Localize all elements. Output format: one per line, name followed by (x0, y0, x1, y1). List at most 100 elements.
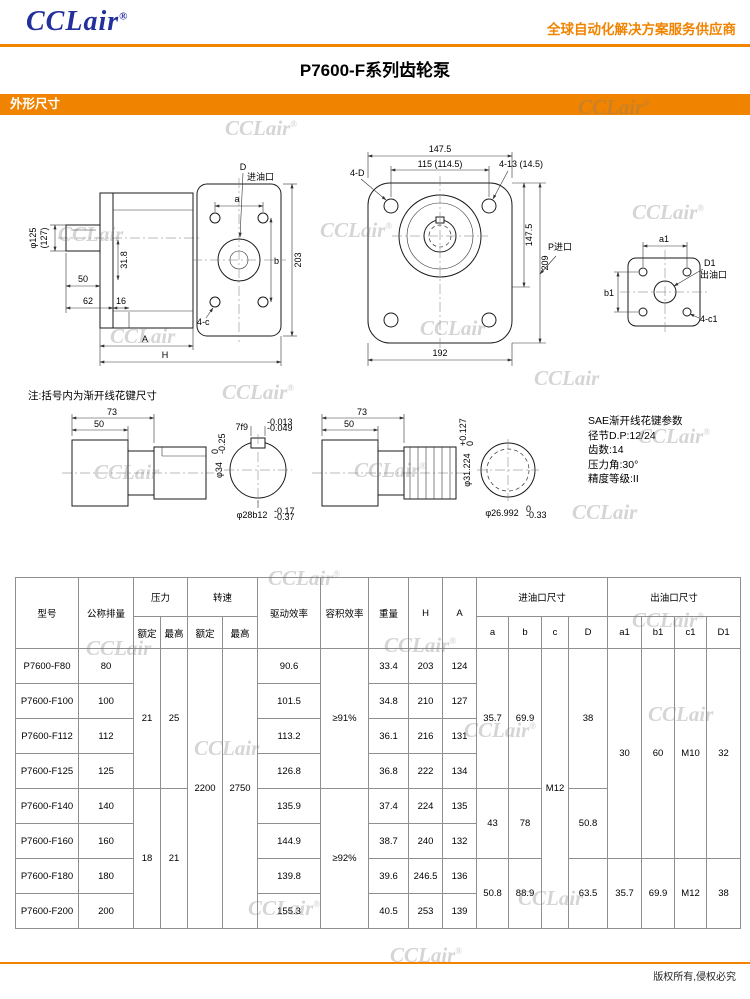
col-header-inlet: 进油口尺寸 (476, 577, 609, 617)
dim-label: 50 (78, 274, 88, 284)
cell: 35.7 (476, 648, 510, 789)
dim-label: 62 (83, 296, 93, 306)
cell: M12 (541, 648, 570, 929)
spline-cross-section: φ31.224 +0.127 0 φ26.992 0 -0.33 (458, 418, 547, 520)
cell: 132 (442, 823, 478, 859)
cell: 135.9 (257, 788, 322, 824)
dim-label: 31.8 (119, 251, 129, 269)
cell: 60 (641, 648, 676, 859)
cell: 69.9 (641, 858, 676, 929)
outlet-port-view: a1 b1 D1 出油口 4-c1 (604, 234, 727, 334)
dim-tolerance: 0 (210, 449, 220, 454)
cell: 246.5 (408, 858, 444, 894)
dim-label: 50 (94, 419, 104, 429)
cell: 39.6 (368, 858, 410, 894)
spline-param-line: 径节D.P:12/24 (588, 429, 656, 442)
inlet-direction-label: P进口 (548, 242, 572, 252)
dim-label: 50 (344, 419, 354, 429)
dim-tolerance: -0.33 (526, 510, 547, 520)
dim-label: A (142, 334, 148, 344)
cell: 240 (408, 823, 444, 859)
col-header-weight: 重量 (368, 577, 410, 649)
col-header-max: 最高 (159, 616, 189, 649)
cell: 69.9 (508, 648, 543, 789)
cell: P7600-F140 (15, 788, 79, 824)
col-header-b1: b1 (641, 616, 676, 649)
cell: 50.8 (476, 858, 510, 929)
col-header-rated: 额定 (187, 616, 224, 649)
cell: 25 (159, 648, 189, 789)
table-row: P7600-F140 140 18 21 135.9 ≥92% 37.4 224… (15, 788, 741, 929)
footer-rule (0, 962, 750, 964)
cell: 50.8 (568, 788, 609, 859)
cell: 34.8 (368, 683, 410, 719)
registered-icon: ® (455, 946, 463, 956)
cell: M12 (674, 858, 708, 929)
cell: 36.8 (368, 753, 410, 789)
spec-table: 型号 公称排量 压力 转速 驱动效率 容积效率 重量 H A 进油口尺寸 出油口… (15, 577, 742, 929)
cell: 37.4 (368, 788, 410, 824)
cell: 78 (508, 788, 543, 859)
brand-logo: CCLair® (26, 6, 128, 38)
dim-label: (127) (39, 227, 49, 248)
cell: 180 (78, 858, 134, 894)
col-header-c1: c1 (674, 616, 708, 649)
cell: 43 (476, 788, 510, 859)
cell: P7600-F200 (15, 893, 79, 929)
dim-tolerance: 0 (526, 504, 531, 514)
dim-label: φ26.992 (485, 508, 518, 518)
col-header-vol-eff: 容积效率 (320, 577, 370, 649)
cell: 155.3 (257, 893, 322, 929)
cell: P7600-F180 (15, 858, 79, 894)
cell: P7600-F80 (15, 648, 79, 684)
dim-tolerance: -0.25 (217, 433, 227, 454)
cell: 32 (706, 648, 742, 859)
table-row: P7600-F125 125 126.8 36.8 222 134 (15, 753, 741, 789)
spline-param-line: 齿数:14 (588, 444, 624, 456)
dim-label: φ28b12 (237, 510, 268, 520)
dim-label: 4-13 (14.5) (499, 159, 543, 169)
page-title: P7600-F系列齿轮泵 (299, 61, 451, 80)
cell: 136 (442, 858, 478, 894)
dim-label: 73 (357, 407, 367, 417)
cell: 135 (442, 788, 478, 824)
copyright-text: 版权所有,侵权必究 (653, 972, 736, 983)
cell: 210 (408, 683, 444, 719)
col-header-speed: 转速 (187, 577, 259, 617)
table-row: P7600-F160 160 144.9 38.7 240 132 (15, 823, 741, 859)
dim-label: b (274, 256, 279, 266)
dim-label: 16 (116, 296, 126, 306)
cell: 160 (78, 823, 134, 859)
pump-rear-port-view: D 进油口 a b 203 4-c (192, 162, 303, 342)
dim-label: 4-c (197, 317, 210, 327)
dim-label: b1 (604, 288, 614, 298)
col-header-D1: D1 (706, 616, 742, 649)
cell: 124 (442, 648, 478, 684)
dim-tolerance: -0.37 (274, 512, 295, 522)
cell: 139.8 (257, 858, 322, 894)
table-row: P7600-F80 80 21 25 2200 2750 90.6 ≥91% 3… (15, 648, 742, 929)
cell: 216 (408, 718, 444, 754)
pump-side-view: φ125 (127) 31.8 50 62 16 A H (28, 192, 282, 366)
brand-logo-text: CCLair (26, 6, 120, 37)
cell: P7600-F125 (15, 753, 79, 789)
cell: 224 (408, 788, 444, 824)
col-header-outlet: 出油口尺寸 (607, 577, 742, 617)
dim-label: 209 (540, 255, 550, 270)
dim-label: 73 (107, 407, 117, 417)
cell: P7600-F160 (15, 823, 79, 859)
dim-label: 147.5 (524, 224, 534, 247)
cell: 38.7 (368, 823, 410, 859)
cell: 131 (442, 718, 478, 754)
dim-label: a1 (659, 234, 669, 244)
dim-label: 115 (114.5) (418, 159, 463, 169)
cell: 200 (78, 893, 134, 929)
key-cross-section: 7f9 -0.013 -0.049 φ34 0 -0.25 φ28b12 -0.… (210, 417, 295, 522)
cell: 112 (78, 718, 134, 754)
outlet-port-label: 出油口 (700, 269, 727, 280)
cell: 35.7 (607, 858, 643, 929)
table-header-row: 型号 公称排量 压力 转速 驱动效率 容积效率 重量 H A 进油口尺寸 出油口… (15, 577, 742, 649)
dim-label: 147.5 (429, 144, 452, 154)
cell: 139 (442, 893, 478, 929)
